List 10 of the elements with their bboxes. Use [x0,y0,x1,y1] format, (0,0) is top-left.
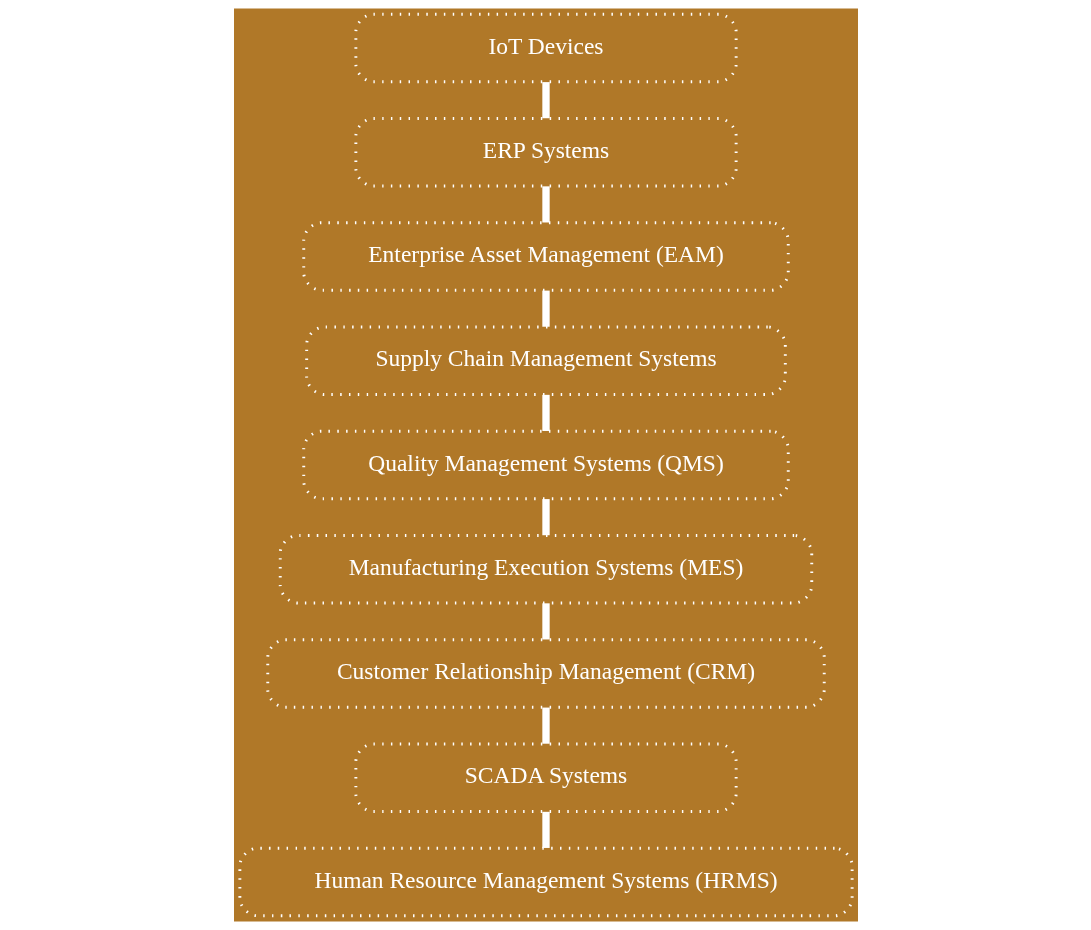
node-box: Supply Chain Management Systems [304,325,787,396]
node-box: Manufacturing Execution Systems (MES) [278,534,813,605]
node-box: Quality Management Systems (QMS) [301,429,790,501]
node-box: ERP Systems [353,117,738,188]
node-box: Customer Relationship Management (CRM) [265,638,826,709]
node-box: SCADA Systems [353,742,738,813]
connector [541,499,550,536]
node-box: Human Resource Management Systems (HRMS) [237,846,854,918]
node-box: Enterprise Asset Management (EAM) [301,221,790,292]
node-box: IoT Devices [353,12,738,84]
